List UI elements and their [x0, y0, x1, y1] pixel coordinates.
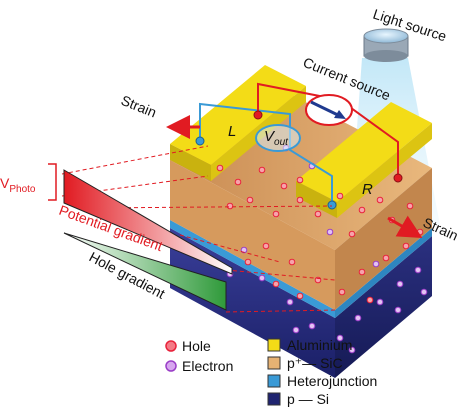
hole	[402, 242, 410, 250]
strain-left-label: Strain	[119, 92, 159, 121]
light-source-icon	[363, 28, 409, 62]
electrode-l-label: L	[228, 123, 236, 140]
legend-electron: Electron	[165, 358, 233, 374]
hole	[358, 268, 366, 276]
dashed-guide-3	[91, 205, 333, 209]
aluminium-electrode-r-side	[337, 123, 432, 218]
electron	[354, 314, 362, 322]
electron-particles	[226, 144, 428, 354]
hole	[296, 292, 304, 300]
current-arrow-head	[334, 110, 346, 119]
legend: Hole Electron Aluminium p⁺— SiC Heteroju…	[165, 337, 377, 407]
heterojunction-front	[170, 220, 335, 318]
vout-label: Vout	[264, 128, 289, 148]
contact-blue-r	[327, 200, 337, 210]
dashed-guide-1	[61, 145, 209, 175]
si-swatch	[267, 392, 281, 406]
vout-meter	[255, 124, 301, 152]
hole	[244, 258, 252, 266]
electron	[348, 346, 356, 354]
legend-si-label: p — Si	[287, 391, 329, 407]
potential-gradient-wedge	[63, 169, 233, 275]
electron	[308, 322, 316, 330]
hole-swatch	[165, 340, 177, 352]
electrode-r-label: R	[362, 181, 373, 198]
hole	[338, 288, 346, 296]
hole	[258, 166, 266, 174]
electron	[414, 266, 422, 274]
heterojunction-side	[335, 228, 432, 318]
contact-red-r	[393, 173, 403, 183]
hole	[348, 230, 356, 238]
hole	[314, 210, 322, 218]
legend-aluminium-label: Aluminium	[287, 337, 352, 353]
heterojunction-swatch	[267, 374, 281, 388]
electron	[394, 306, 402, 314]
legend-heterojunction: Heterojunction	[267, 373, 377, 389]
hole	[280, 182, 288, 190]
electron	[336, 334, 344, 342]
electron	[420, 288, 428, 296]
hole	[406, 202, 414, 210]
aluminium-electrode-r-top	[296, 102, 432, 202]
hole	[358, 206, 366, 214]
dashed-guide-6	[179, 234, 281, 263]
sic-side-face	[335, 168, 432, 310]
sic-swatch	[267, 356, 281, 370]
electron	[258, 274, 266, 282]
sic-front-face	[170, 160, 335, 310]
hole	[234, 178, 242, 186]
hole	[216, 164, 224, 172]
hole	[366, 296, 374, 304]
hole	[272, 210, 280, 218]
contact-red-l	[253, 110, 263, 120]
vphoto-bracket	[48, 163, 57, 201]
legend-hole: Hole	[165, 338, 211, 354]
hole	[296, 176, 304, 184]
hole	[336, 192, 344, 200]
legend-heterojunction-label: Heterojunction	[287, 373, 377, 389]
electron	[376, 298, 384, 306]
electron	[326, 228, 334, 236]
aluminium-electrode-l-front	[170, 144, 211, 181]
electron	[286, 298, 294, 306]
hole	[272, 280, 280, 288]
legend-sic: p⁺— SiC	[267, 355, 343, 371]
hole-particles	[216, 164, 424, 304]
dashed-guide-4	[225, 269, 336, 281]
hole	[296, 196, 304, 204]
legend-hole-label: Hole	[182, 338, 211, 354]
strain-arrow-right	[387, 215, 423, 239]
hole	[246, 196, 254, 204]
aluminium-swatch	[267, 338, 281, 352]
hole	[262, 242, 270, 250]
legend-sic-label: p⁺— SiC	[287, 355, 343, 371]
hole	[382, 254, 390, 262]
electron	[372, 260, 380, 268]
electron	[396, 280, 404, 288]
hole	[288, 258, 296, 266]
legend-si: p — Si	[267, 391, 329, 407]
hole	[226, 202, 234, 210]
aluminium-electrode-r-front	[296, 181, 337, 218]
legend-electron-label: Electron	[182, 358, 233, 374]
si-side-face	[335, 236, 432, 378]
hole	[416, 228, 424, 236]
electron	[292, 326, 300, 334]
contact-blue-l	[195, 136, 205, 146]
vphoto-label: VPhoto	[0, 175, 36, 195]
legend-aluminium: Aluminium	[267, 337, 352, 353]
electron-swatch	[165, 360, 177, 372]
hole	[376, 196, 384, 204]
hole-gradient-wedge	[63, 232, 227, 311]
